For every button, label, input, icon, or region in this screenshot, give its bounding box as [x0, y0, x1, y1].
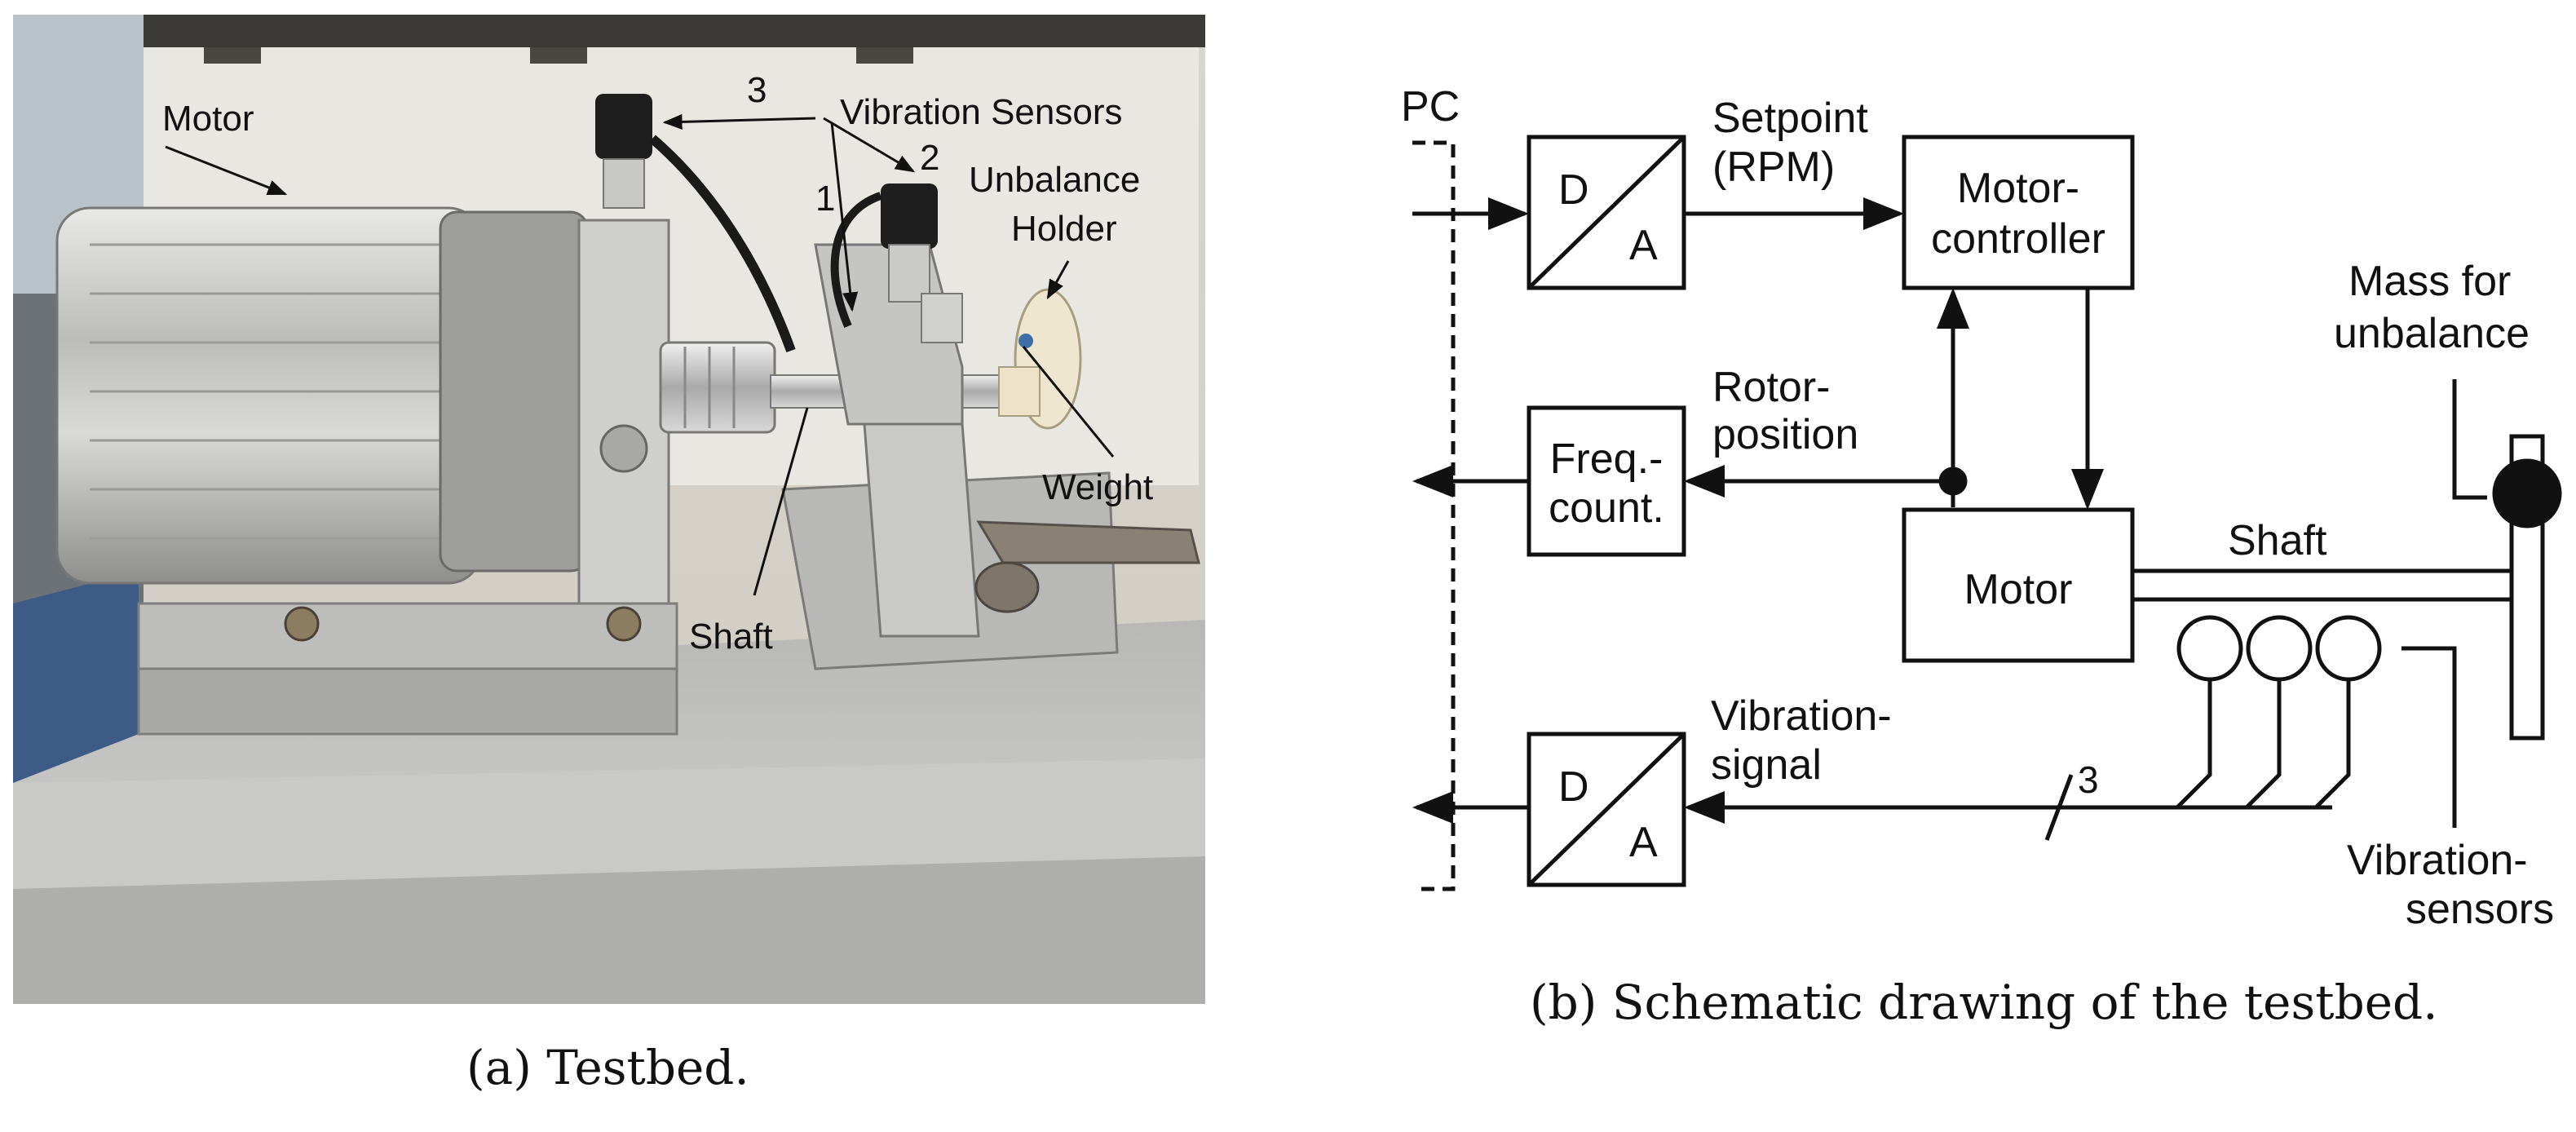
photo-label-sensor-3: 3 [747, 70, 767, 110]
sensor-circle-1 [2176, 615, 2243, 682]
coupling [659, 341, 776, 434]
schematic-label-vibration-signal-line1: Vibration- [1711, 692, 1892, 740]
motor-flange [439, 210, 589, 573]
sensor-3-cable [649, 135, 796, 353]
schematic-label-vibration-sensors-line2: sensors [2406, 886, 2554, 933]
schematic-label-setpoint-line2: (RPM) [1712, 144, 1835, 191]
schematic-label-pc: PC [1401, 83, 1460, 130]
photo-label-vibration-sensors: Vibration Sensors [840, 92, 1123, 132]
dac-top-label-a: A [1629, 222, 1658, 269]
photo-label-shaft: Shaft [689, 617, 773, 657]
schematic-label-setpoint-line1: Setpoint [1712, 95, 1868, 142]
motor-controller-label-line2: controller [1931, 215, 2105, 263]
motor-body [55, 206, 483, 585]
sensor-3-knob [595, 94, 652, 159]
pc-boundary [1412, 140, 1456, 891]
testbed-photo: Motor Vibration Sensors 3 2 1 Unbalance … [13, 15, 1205, 1004]
schematic-label-rotor-position-line1: Rotor- [1712, 364, 1830, 411]
schematic-label-vibration-sensors-line1: Vibration- [2347, 837, 2528, 884]
motor-label: Motor [1964, 566, 2073, 613]
unbalance-mass [2492, 458, 2562, 528]
motor-controller-label-line1: Motor- [1957, 165, 2079, 212]
schematic-label-vibration-signal-line2: signal [1711, 741, 1822, 789]
freq-count-label-line1: Freq.- [1550, 436, 1664, 483]
motor-box [1902, 507, 2135, 663]
sensor-wire-1 [2176, 679, 2212, 809]
photo-label-weight: Weight [1042, 467, 1153, 507]
caption-b: (b) Schematic drawing of the testbed. [1530, 975, 2438, 1030]
dac-bottom-label-d: D [1558, 763, 1589, 811]
freq-count-label-line2: count. [1549, 484, 1664, 532]
schematic-label-rotor-position-line2: position [1712, 411, 1858, 458]
junction-dot [1938, 467, 1968, 496]
back-panel-top-edge [98, 15, 1205, 47]
sensor-circle-2 [2246, 615, 2313, 682]
schematic-label-mass-line1: Mass for [2348, 258, 2511, 305]
dac-top-label-d: D [1558, 166, 1589, 214]
photo-label-sensor-2: 2 [920, 138, 939, 178]
motor-mount [577, 219, 670, 605]
sensor-circle-3 [2315, 615, 2382, 682]
schematic-label-mass-line2: unbalance [2334, 310, 2530, 357]
bus-slash [2044, 774, 2074, 841]
clamp-lever [976, 520, 1200, 564]
caption-a: (a) Testbed. [466, 1040, 749, 1095]
dac-bottom-label-a: A [1629, 819, 1658, 866]
weight-screw [1018, 334, 1033, 348]
motor-controller-box [1902, 135, 2135, 290]
vibration-sensors-leader [2401, 646, 2457, 828]
sensor-1-body [921, 293, 963, 343]
photo-label-sensor-1: 1 [815, 179, 835, 219]
bus-count-label: 3 [2078, 758, 2099, 801]
photo-label-unbalance-holder-line1: Unbalance [969, 160, 1140, 200]
sensor-2-knob [881, 184, 938, 249]
schematic-label-shaft: Shaft [2228, 517, 2327, 564]
testbed-schematic [1412, 135, 2562, 891]
photo-label-motor: Motor [162, 99, 254, 139]
mass-leader [2452, 379, 2487, 500]
photo-label-unbalance-holder-line2: Holder [1011, 209, 1117, 249]
